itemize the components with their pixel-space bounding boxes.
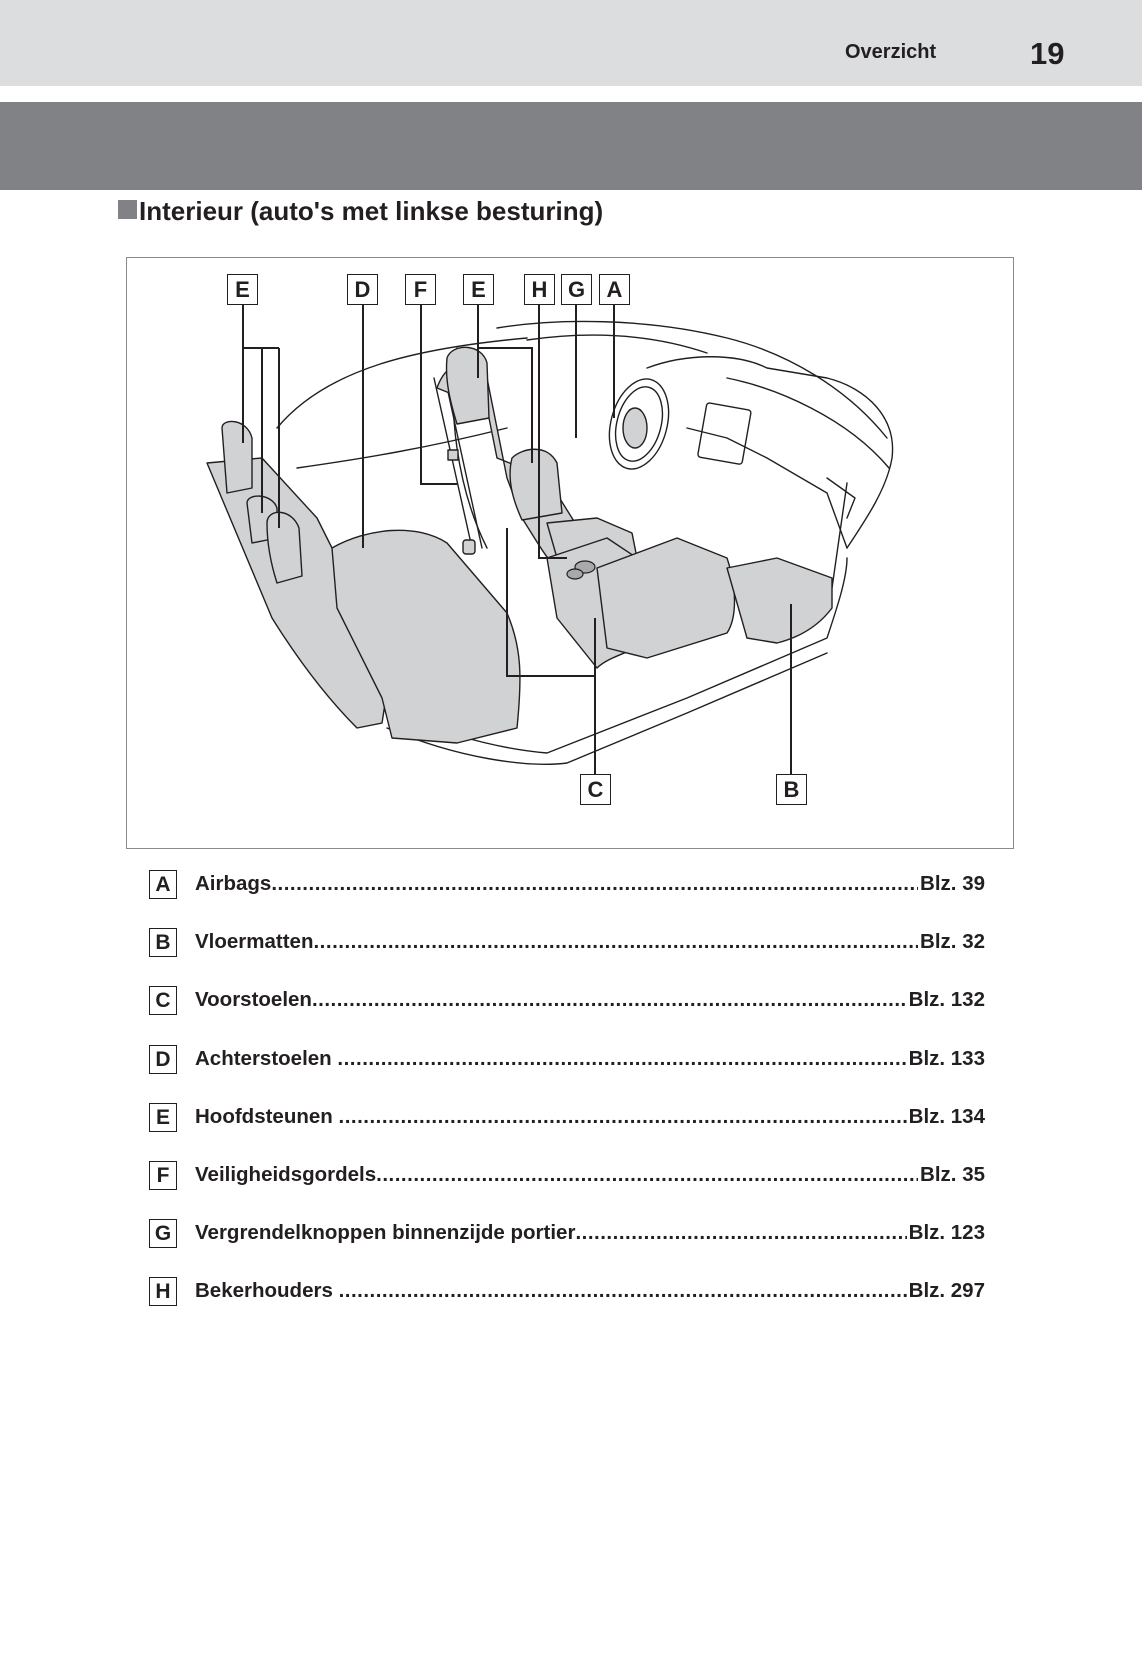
legend-item: G Vergrendelknoppen binnenzijde portier B… (149, 1217, 985, 1275)
legend-item: E Hoofdsteunen Blz. 134 (149, 1101, 985, 1159)
roofline-inner (296, 427, 508, 469)
legend-list: A Airbags Blz. 39 B Vloermatten Blz. 32 C … (149, 868, 985, 1334)
callout-F: F (405, 274, 436, 305)
heading-text: Interieur (auto's met linkse besturing) (139, 196, 604, 226)
legend-label: Vloermatten (195, 930, 314, 954)
legend-page-ref[interactable]: Blz. 39 (920, 872, 985, 895)
section-name: Overzicht (845, 41, 937, 63)
windshield-inner (526, 334, 708, 354)
display-screen (697, 402, 752, 465)
leader-dots (339, 1275, 907, 1307)
dashboard-outline (646, 356, 894, 549)
chapter-band (0, 102, 1142, 190)
callout-G: G (561, 274, 592, 305)
heading-square-icon (118, 200, 137, 219)
dashboard-line (726, 377, 890, 469)
roofline (276, 337, 528, 429)
page-number: 19 (1030, 36, 1065, 71)
legend-key: A (149, 870, 177, 899)
rear-seat-cushion (331, 529, 521, 744)
leader-dots (271, 868, 918, 900)
legend-page-ref[interactable]: Blz. 132 (908, 988, 985, 1012)
rear-headrest-1 (221, 420, 253, 494)
legend-key: C (149, 986, 177, 1016)
legend-label: Voorstoelen (195, 988, 312, 1012)
steering-airbag (622, 407, 648, 449)
legend-label: Veiligheidsgordels (195, 1162, 377, 1186)
cup-holder-2 (566, 568, 584, 580)
leader-F (420, 290, 457, 485)
center-console-line (686, 427, 848, 549)
legend-item: B Vloermatten Blz. 32 (149, 926, 985, 984)
legend-label: Bekerhouders (195, 1279, 339, 1303)
legend-label: Achterstoelen (195, 1046, 338, 1070)
legend-item: F Veiligheidsgordels Blz. 35 (149, 1159, 985, 1217)
callout-C: C (580, 774, 611, 805)
leader-dots (376, 1159, 918, 1191)
legend-key: F (149, 1160, 177, 1190)
legend-page-ref[interactable]: Blz. 134 (908, 1104, 985, 1128)
callout-B: B (776, 774, 807, 805)
legend-page-ref[interactable]: Blz. 297 (908, 1279, 985, 1303)
front-seat-cushion-right (596, 537, 736, 659)
front-headrest-2 (509, 448, 563, 521)
callout-H: H (524, 274, 555, 305)
leader-dots (575, 1217, 906, 1249)
legend-item: A Airbags Blz. 39 (149, 868, 985, 926)
leader-dots (337, 1043, 906, 1075)
leader-C (506, 528, 596, 778)
legend-key: D (149, 1044, 177, 1074)
callout-A: A (599, 274, 630, 305)
leader-dots (339, 1101, 907, 1133)
legend-key: B (149, 928, 177, 958)
leader-E-rear (242, 290, 280, 528)
legend-label: Vergrendelknoppen binnenzijde portier (195, 1221, 576, 1245)
callout-E-rear: E (227, 274, 258, 305)
rear-headrest-3 (266, 511, 303, 584)
interior-illustration: E D F E H G A C B (126, 257, 1014, 849)
section-heading: Interieur (auto's met linkse besturing) (118, 196, 603, 227)
callout-D: D (347, 274, 378, 305)
legend-key: G (149, 1219, 177, 1249)
leader-H (538, 290, 567, 559)
legend-page-ref[interactable]: Blz. 123 (908, 1221, 985, 1245)
windshield-top (496, 320, 888, 439)
legend-item: D Achterstoelen Blz. 133 (149, 1043, 985, 1101)
callout-E-front: E (463, 274, 494, 305)
seatbelt (433, 377, 473, 549)
legend-page-ref[interactable]: Blz. 32 (920, 930, 985, 954)
legend-page-ref[interactable]: Blz. 133 (908, 1046, 985, 1070)
floor-mat (726, 557, 833, 644)
legend-key: H (149, 1277, 177, 1307)
leader-dots (312, 984, 907, 1016)
legend-label: Airbags (195, 872, 272, 895)
header-band: Overzicht 19 (0, 0, 1142, 86)
car-interior-drawing (206, 290, 894, 778)
legend-key: E (149, 1102, 177, 1132)
legend-item: H Bekerhouders Blz. 297 (149, 1275, 985, 1333)
leader-dots (313, 926, 918, 958)
legend-item: C Voorstoelen Blz. 132 (149, 984, 985, 1042)
legend-label: Hoofdsteunen (195, 1104, 339, 1128)
steering-wheel (608, 378, 670, 470)
legend-page-ref[interactable]: Blz. 35 (920, 1162, 985, 1186)
